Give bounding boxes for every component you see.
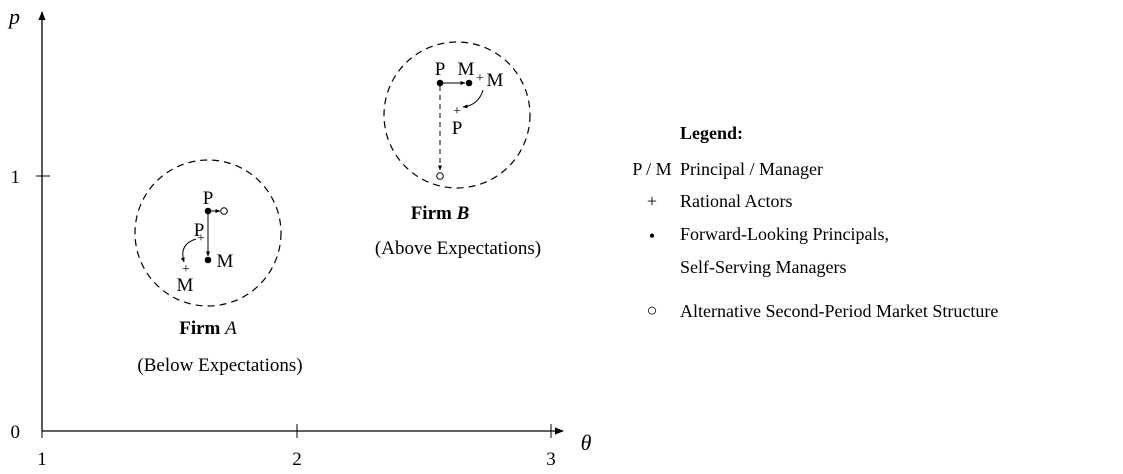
y-tick-label-1: 1 [11, 167, 21, 188]
firm-b-circle [383, 41, 531, 189]
firm-a-p-dot [204, 207, 212, 215]
x-axis-label: θ [581, 430, 592, 455]
x-tick-label-3: 3 [546, 449, 556, 470]
firm-b-subtitle: (Above Expectations) [375, 238, 541, 259]
legend-title: Legend: [680, 123, 743, 143]
legend-symbol-rational: + [647, 191, 657, 211]
firm-a-curved-arrow [180, 238, 197, 263]
firm-a-m-low-label: M [177, 275, 194, 296]
firm-b-m-dot [465, 79, 473, 87]
x-tick-label-1: 1 [37, 449, 47, 470]
firm-b-title: Firm B [411, 203, 470, 224]
firm-b-curved-arrow [462, 89, 484, 109]
legend: Legend: P / M Principal / Manager + Rati… [632, 123, 998, 321]
legend-symbol-principal-manager: P / M [632, 159, 671, 179]
legend-symbol-alternative: ○ [647, 300, 658, 320]
firm-b-group: P M + M + P Firm B (Above Expectations) [375, 41, 541, 259]
legend-text-alternative: Alternative Second-Period Market Structu… [680, 301, 998, 321]
legend-text-self-serving: Self-Serving Managers [680, 257, 846, 277]
firm-a-m-dot-label: M [217, 251, 234, 272]
firm-a-plus-mid: + [197, 231, 205, 246]
firm-b-p-top-label: P [435, 59, 446, 80]
firm-a-title: Firm A [179, 318, 237, 339]
firm-a-plus-low: + [182, 262, 190, 277]
firm-a-subtitle: (Below Expectations) [137, 355, 302, 376]
firm-a-m-dot [204, 256, 212, 264]
y-axis-label: p [7, 4, 20, 29]
firm-a-alt-dot [220, 207, 228, 215]
firm-b-m-top-label: M [458, 59, 475, 80]
firm-a-p-mid-label: P [194, 220, 205, 241]
firm-a-circle [134, 159, 282, 307]
firm-b-p-plus-label: P [452, 118, 463, 139]
firm-a-p-top-label: P [203, 188, 214, 209]
x-tick-label-2: 2 [292, 449, 302, 470]
legend-symbol-forward-looking: • [649, 226, 655, 246]
firm-b-p-dot [436, 79, 444, 87]
firm-b-plus-m: + [476, 71, 484, 86]
firm-a-group: P P + M + M Firm A (Below Expectations) [134, 159, 303, 376]
firm-b-plus-p: + [453, 104, 461, 119]
legend-text-rational: Rational Actors [680, 191, 792, 211]
legend-text-principal-manager: Principal / Manager [680, 159, 823, 179]
axes: 1 2 3 0 1 p θ [7, 4, 592, 470]
y-tick-label-0: 0 [11, 422, 21, 443]
firm-b-alt-dot [436, 172, 444, 180]
firm-b-m-plus-label: M [487, 70, 504, 91]
legend-text-forward-looking: Forward-Looking Principals, [680, 224, 889, 244]
